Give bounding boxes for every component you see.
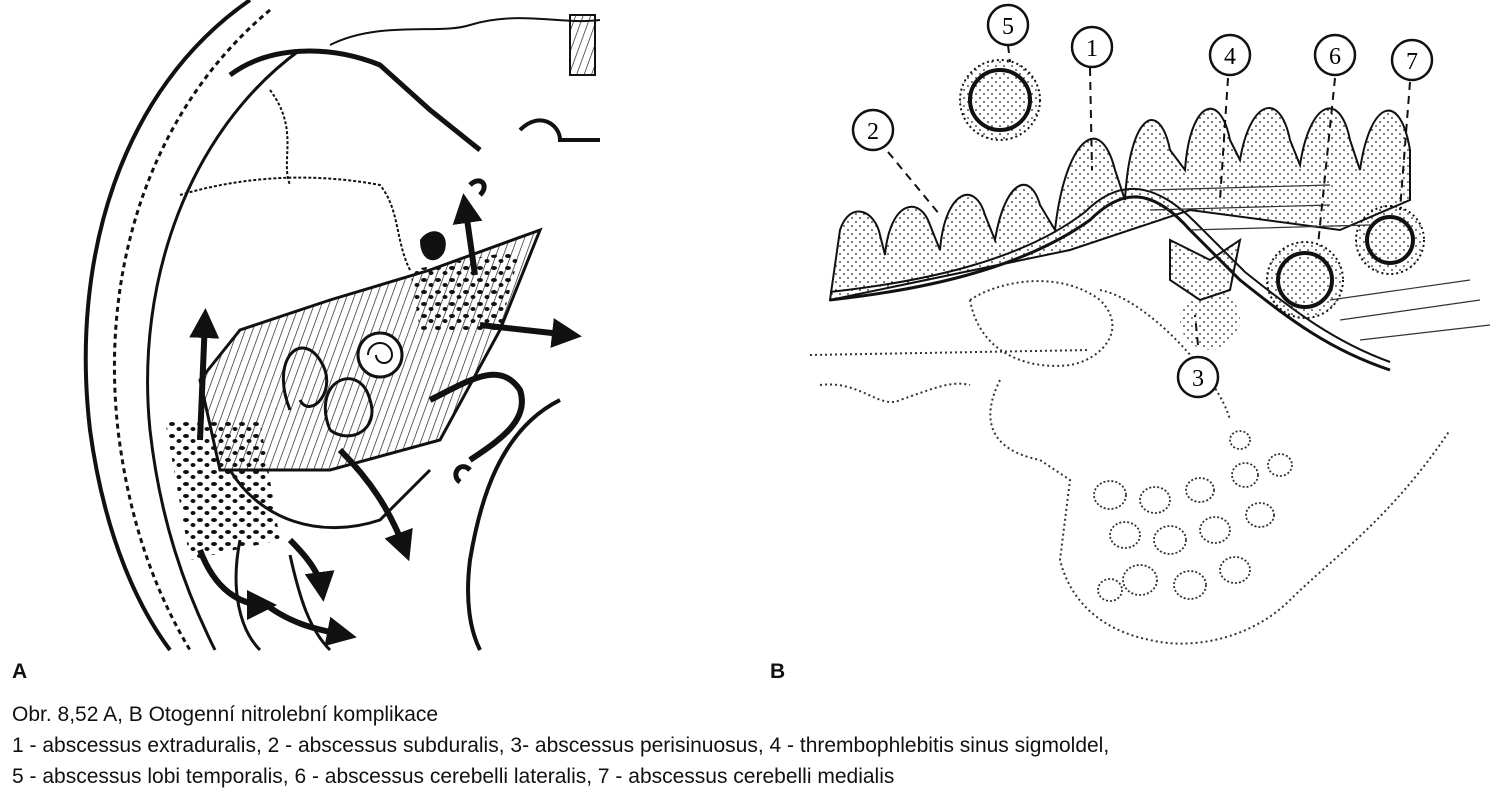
skull-outer-layer	[83, 0, 252, 652]
figure-legend-line-1: 1 - abscessus extraduralis, 2 - abscessu…	[12, 734, 1110, 757]
callout-2: 2	[851, 108, 895, 152]
svg-text:4: 4	[1224, 44, 1236, 70]
callout-4: 4	[1208, 33, 1252, 77]
ear-canal	[228, 468, 432, 530]
panel-b-label: B	[770, 660, 786, 683]
panel-a-illustration	[83, 0, 601, 652]
sinus-lower	[428, 371, 525, 463]
cerebellar-folia	[1149, 184, 1491, 341]
svg-text:3: 3	[1192, 366, 1204, 392]
svg-text:1: 1	[1086, 36, 1098, 62]
brain-outline	[228, 48, 482, 152]
vessel-blob-2	[468, 178, 487, 197]
mastoid-cells-lower	[165, 420, 280, 560]
callout-1: 1	[1070, 25, 1114, 69]
svg-text:7: 7	[1406, 49, 1418, 75]
cortex-border-line	[829, 195, 1391, 372]
middle-ear-dotted	[809, 280, 1114, 403]
mastoid-outline	[989, 289, 1451, 645]
lower-right-curve	[466, 398, 561, 651]
callout-7: 7	[1390, 38, 1434, 82]
top-pillar	[569, 14, 596, 76]
top-border	[329, 17, 601, 46]
callout-5: 5	[986, 3, 1030, 47]
dura-line	[829, 187, 1391, 363]
mastoid-air-cells	[1093, 430, 1293, 602]
hook-mark	[453, 464, 472, 485]
cranial-sutures	[179, 89, 411, 271]
sigmoid-sinus	[1169, 237, 1242, 302]
cochlea	[356, 331, 404, 379]
abscess-perisinuous	[1180, 290, 1240, 350]
figure-legend-line-2: 5 - abscessus lobi temporalis, 6 - absce…	[12, 765, 895, 788]
skull-inner-layer	[146, 48, 301, 651]
mastoid-cells-upper	[410, 250, 520, 330]
callout-6: 6	[1313, 33, 1357, 77]
panel-a-label: A	[12, 660, 28, 683]
semicircular-canals	[281, 346, 374, 438]
svg-text:2: 2	[867, 119, 879, 145]
cochlea-spiral	[367, 342, 394, 364]
vessel-blob-1	[420, 231, 446, 261]
cortex-gyri	[828, 107, 1411, 302]
figure-caption-title: Obr. 8,52 A, B Otogenní nitrolební kompl…	[12, 703, 439, 726]
callout-3: 3	[1176, 355, 1220, 399]
abscess-cerebelli-medialis	[1355, 205, 1425, 275]
skull-diploe-layer	[112, 8, 271, 651]
styloid-area	[234, 539, 332, 652]
upper-vessel	[518, 118, 600, 142]
callout-leaders	[887, 44, 1411, 346]
svg-text:6: 6	[1329, 44, 1341, 70]
panel-b-illustration: 1 2 3 4 5 6 7	[809, 3, 1491, 645]
abscess-cerebelli-lateralis	[1266, 241, 1344, 319]
abscess-temporal	[959, 59, 1041, 141]
svg-text:5: 5	[1002, 14, 1014, 40]
spread-arrows	[189, 193, 582, 647]
